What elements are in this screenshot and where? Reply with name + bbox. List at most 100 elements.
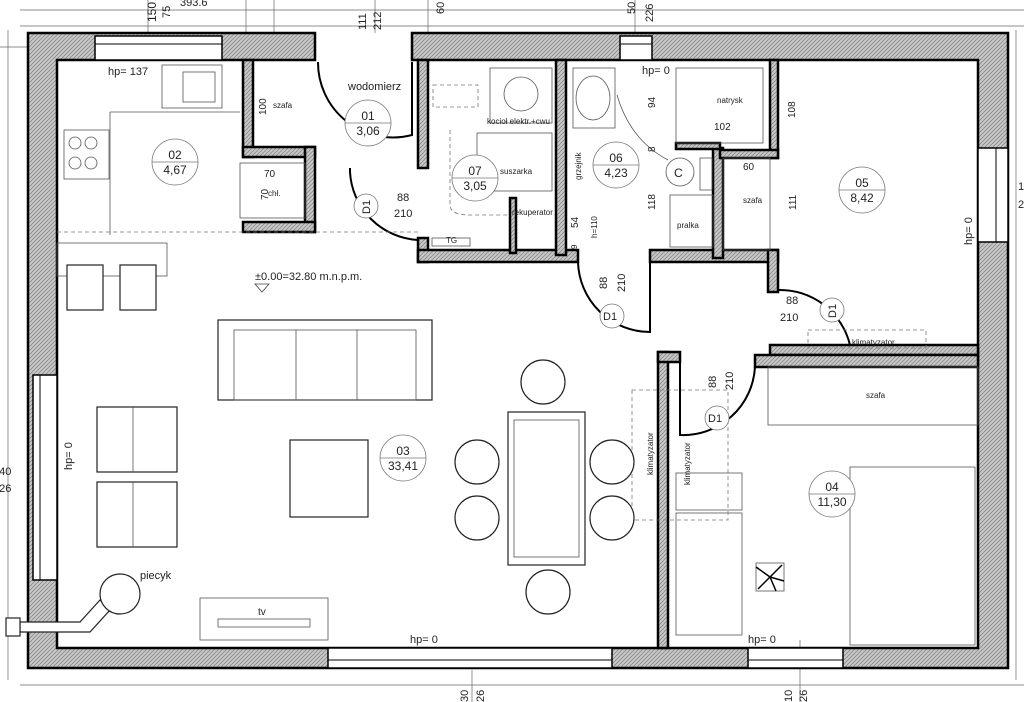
hp-label: hp= 0	[63, 442, 75, 470]
dim-top: 75	[161, 6, 173, 18]
svg-text:D1: D1	[708, 413, 722, 425]
dimension: 100	[258, 98, 269, 115]
svg-text:11,30: 11,30	[817, 495, 846, 509]
svg-text:4,67: 4,67	[163, 163, 187, 177]
room-tag: 06 4,23	[592, 141, 640, 189]
label-tv: tv	[258, 607, 266, 618]
svg-text:D1: D1	[827, 304, 839, 318]
tv-cabinet	[199, 597, 329, 641]
elevation-label: ±0.00=32.80 m.n.p.m.	[255, 271, 362, 283]
toilet-label: C	[674, 166, 683, 180]
svg-text:D1: D1	[361, 200, 373, 214]
room-tag: 07 3,05	[451, 154, 499, 202]
label-ac: klimatyzator	[852, 338, 895, 347]
door-tag: D1 88 210	[353, 192, 412, 220]
stove-icon	[5, 573, 141, 637]
coffee-table	[289, 439, 369, 518]
dim-bottom: 26	[798, 690, 810, 702]
dimension: 60	[743, 162, 755, 173]
svg-text:210: 210	[616, 274, 628, 292]
dim-top: 60	[435, 2, 447, 14]
svg-text:33,41: 33,41	[388, 459, 418, 473]
svg-text:88: 88	[786, 295, 798, 307]
svg-text:88: 88	[707, 376, 719, 388]
label-ac: klimatyzator	[646, 432, 655, 475]
room-tag: 04 11,30	[808, 470, 856, 518]
label-dryer: suszarka	[500, 167, 533, 176]
door-tag: D1 88 210	[780, 295, 845, 324]
dimension: 118	[647, 194, 658, 210]
hp-label: hp= 137	[108, 66, 148, 78]
label-fridge: chł.	[268, 189, 280, 198]
svg-text:05: 05	[855, 176, 869, 190]
sofa	[217, 319, 433, 401]
dimension: 70	[264, 169, 276, 180]
dimension: 102	[714, 122, 731, 133]
svg-text:210: 210	[780, 312, 798, 324]
door-tag: D1 88 210	[704, 372, 736, 431]
svg-text:88: 88	[397, 192, 409, 204]
door-tag: D1 88 210	[598, 274, 628, 329]
dimension: 94	[647, 96, 658, 108]
svg-text:3,06: 3,06	[356, 124, 380, 138]
svg-text:210: 210	[724, 372, 736, 390]
label-radiator: grzejnik	[574, 151, 583, 180]
svg-text:8,42: 8,42	[850, 191, 874, 205]
label-wardrobe: szafa	[743, 196, 763, 205]
svg-text:06: 06	[609, 151, 623, 165]
dimension: 54	[570, 216, 581, 228]
hp-label: hp= 0	[963, 217, 975, 245]
bar-stool	[119, 264, 157, 311]
armchair	[96, 406, 178, 473]
label-stove: piecyk	[140, 570, 172, 582]
wardrobe	[722, 157, 771, 251]
room-tag: 03 33,41	[379, 434, 427, 482]
hob-icon	[63, 129, 110, 180]
desk	[675, 472, 743, 511]
svg-text:03: 03	[396, 444, 410, 458]
room-tag: 01 3,06	[344, 99, 392, 147]
dim-right: 1	[1018, 181, 1024, 193]
svg-text:02: 02	[168, 148, 182, 162]
living-furniture	[5, 264, 635, 641]
dimension: 70	[260, 188, 271, 200]
toilet-icon	[665, 157, 695, 187]
label-boiler: kocioł elektr.+cwu	[487, 117, 550, 126]
dimension: 111	[788, 194, 799, 210]
dim-top: 150	[145, 2, 159, 22]
dim-bottom: 30	[459, 690, 471, 702]
dimension: 8	[647, 146, 658, 152]
label-wodomierz: wodomierz	[347, 81, 401, 93]
svg-text:07: 07	[468, 164, 482, 178]
windows	[32, 35, 1009, 669]
bar-stool	[66, 264, 104, 311]
dim-top: 212	[372, 12, 384, 30]
bathroom-fixtures	[572, 67, 764, 248]
svg-text:04: 04	[825, 480, 839, 494]
svg-text:D1: D1	[603, 311, 617, 323]
hp-label: hp= 0	[410, 634, 438, 646]
dining-table	[507, 411, 586, 566]
kitchen	[56, 64, 418, 277]
elevation-marker-icon	[254, 283, 270, 293]
dimension: 9	[570, 244, 579, 249]
wardrobe	[767, 366, 979, 426]
dim-bottom: 10	[783, 690, 795, 702]
room-tag: 02 4,67	[151, 138, 199, 186]
svg-text:4,23: 4,23	[604, 166, 628, 180]
hp-label: hp= 0	[642, 65, 670, 77]
outer-wall	[26, 31, 1010, 670]
svg-text:88: 88	[598, 277, 610, 289]
dim-top: 111	[357, 13, 369, 30]
dimension: h=110	[590, 216, 599, 238]
office-chair-icon	[755, 562, 785, 592]
dim-top: 226	[644, 4, 656, 22]
dim-right: 2	[1018, 199, 1024, 211]
dim-left: 126	[0, 483, 11, 495]
bed	[849, 466, 976, 646]
ac-unit	[807, 329, 927, 349]
label-tg: TG	[446, 236, 457, 245]
